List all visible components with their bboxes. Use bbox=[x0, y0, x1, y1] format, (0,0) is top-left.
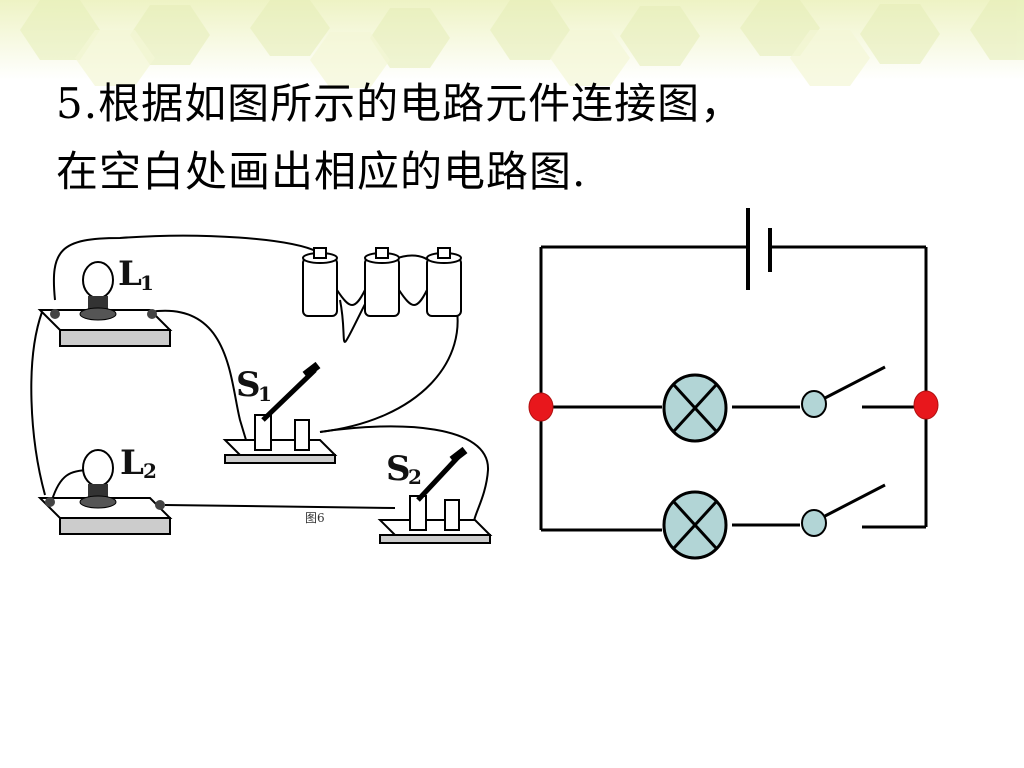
switch-1-physical: S 1 bbox=[222, 361, 338, 464]
physical-wiring-diagram bbox=[30, 234, 490, 526]
lamp-icon bbox=[662, 373, 728, 443]
lamp-icon bbox=[79, 261, 117, 321]
lamp-2-label-letter: L bbox=[120, 443, 144, 483]
switch-2-label-sub: 2 bbox=[408, 465, 422, 489]
figure-caption: 图6 bbox=[305, 511, 325, 525]
switch-1-pivot bbox=[801, 390, 827, 418]
switch-2-label-letter: S bbox=[386, 449, 411, 489]
switch-icon bbox=[409, 446, 468, 531]
junction-dot-icon bbox=[913, 390, 939, 420]
wire bbox=[149, 309, 247, 441]
switch-icon bbox=[824, 483, 886, 518]
wire bbox=[319, 299, 459, 433]
battery-cell-icon bbox=[302, 247, 338, 317]
battery-cell-icon bbox=[364, 247, 400, 317]
battery-pack bbox=[302, 247, 462, 317]
battery-cell-icon bbox=[746, 208, 772, 290]
lamp-2-label-sub: 2 bbox=[143, 459, 157, 483]
wire bbox=[319, 425, 490, 526]
question-line-1: 5.根据如图所示的电路元件连接图， bbox=[56, 79, 744, 128]
wire bbox=[30, 311, 46, 496]
lamp-2-physical: L 2 bbox=[37, 443, 173, 535]
lamp-icon bbox=[662, 490, 728, 560]
wire bbox=[164, 504, 396, 509]
switch-icon bbox=[254, 361, 321, 451]
wire bbox=[52, 234, 319, 301]
battery-cell-icon bbox=[426, 247, 462, 317]
schematic-lamp-1 bbox=[662, 373, 728, 443]
switch-2-pivot bbox=[801, 509, 827, 537]
switch-icon bbox=[824, 365, 886, 400]
lamp-1-physical: L 1 bbox=[37, 254, 173, 347]
question-line-2: 在空白处画出相应的电路图. bbox=[56, 147, 587, 196]
switch-2-physical: S 2 bbox=[377, 446, 493, 544]
switch-1-label-letter: S bbox=[236, 365, 261, 405]
junction-dot-icon bbox=[528, 392, 554, 422]
lamp-icon bbox=[79, 449, 117, 509]
lamp-1-label-letter: L bbox=[118, 254, 142, 294]
switch-1-label-sub: 1 bbox=[258, 382, 272, 406]
schematic-diagram bbox=[539, 208, 928, 532]
schematic-lamp-2 bbox=[662, 490, 728, 560]
lamp-1-label-sub: 1 bbox=[140, 271, 154, 295]
